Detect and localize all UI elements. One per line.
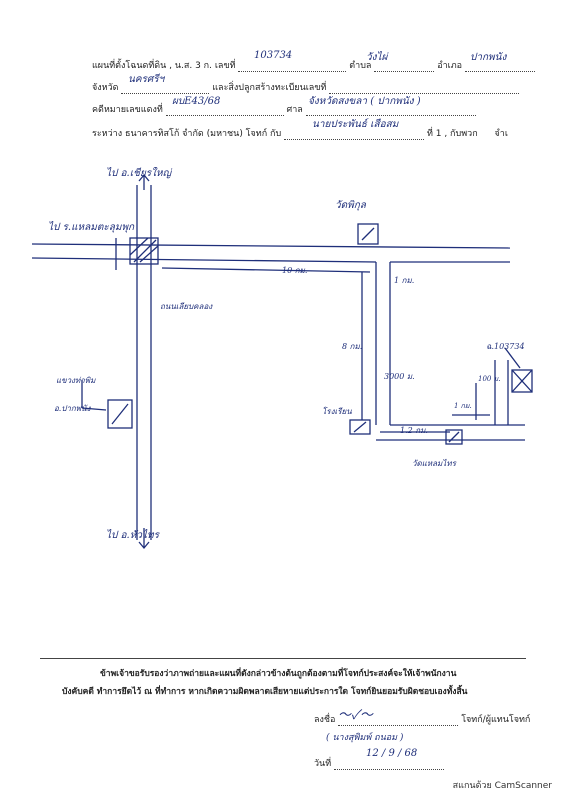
cut-label: จำเ — [494, 129, 508, 139]
header-line-2: จังหวัด และสิ่งปลูกสร้างทะเบียนเลขที่ — [92, 80, 520, 94]
header-line-3: คดีหมายเลขแดงที่ ศาล — [92, 102, 476, 116]
case-label: คดีหมายเลขแดงที่ — [92, 105, 163, 115]
sign-label: ลงชื่อ — [314, 715, 336, 725]
measure-10km — [161, 267, 371, 273]
label-road-vertical: ถนนเลียบคลอง — [160, 302, 213, 311]
province-label: จังหวัด — [92, 83, 119, 93]
road-top-edge-b — [31, 257, 377, 263]
label-temple-top: วัดพิกุล — [335, 200, 366, 211]
header-line-1: แผนที่ตั้งโฉนดที่ดิน , น.ส. 3 ก. เลขที่ … — [92, 58, 535, 72]
label-left-mid-b: อ.ปากพนัง — [54, 404, 91, 413]
signature-line: ลงชื่อ โจทก์/ผู้แทนโจทก์ — [314, 712, 530, 726]
label-plot: ฉ.103734 — [486, 342, 525, 351]
label-3000m: 3000 ม. — [384, 372, 415, 381]
court-label: ศาล — [286, 105, 303, 115]
court-value: จังหวัดสงขลา ( ปากพนัง ) — [308, 96, 421, 107]
subdistrict-value: วังไผ่ — [366, 52, 388, 63]
label-1-2km: 1.2 กม. — [400, 426, 428, 435]
road-top-edge-a — [31, 243, 511, 249]
label-top-left: ไป อ.เชียรใหญ่ — [106, 168, 172, 179]
subdistrict-label: ตำบล — [349, 61, 372, 71]
defendant-no-label: ที่ 1 , กับพวก — [426, 129, 478, 139]
deed-number: 103734 — [254, 50, 293, 61]
declaration-line-1: ข้าพเจ้าขอรับรองว่าภาพถ่ายและแผนที่ดังกล… — [100, 669, 457, 679]
declaration-line-2: บังคับคดี ทำการยึดไว้ ณ ที่ทำการ หากเกิด… — [62, 687, 468, 697]
date-line: วันที่ — [314, 756, 445, 770]
province-value: นครศรีฯ — [128, 74, 165, 85]
district-value: ปากพนัง — [470, 52, 507, 63]
label-temple-bottom: วัดแหลมไทร — [412, 459, 456, 468]
label-1km-b: 1 กม. — [454, 402, 472, 410]
signer-name: ( นางสุพิมพ์ ถนอม ) — [326, 733, 404, 743]
date-label: วันที่ — [314, 759, 332, 769]
label-1km: 1 กม. — [394, 276, 415, 285]
plot-box — [511, 369, 533, 393]
label-left-road: ไป ร.แหลมตะลุมพุก — [48, 222, 135, 233]
district-label: อำเภอ — [437, 61, 463, 71]
label-100m: 100 ม. — [478, 375, 501, 383]
left-landmark-box — [107, 399, 133, 429]
camscanner-watermark: สแกนด้วย CamScanner — [452, 781, 552, 791]
label-school: โรงเรียน — [322, 407, 352, 416]
defendant-name: นายประพันธ์ เสือสม — [312, 119, 399, 130]
deed-label: แผนที่ตั้งโฉนดที่ดิน , น.ส. 3 ก. เลขที่ — [92, 61, 236, 71]
building-label: และสิ่งปลูกสร้างทะเบียนเลขที่ — [212, 83, 327, 93]
date-value: 12 / 9 / 68 — [366, 748, 418, 759]
school-box — [349, 419, 371, 435]
temple-bottom-box — [445, 429, 463, 445]
label-8km: 8 กม. — [342, 342, 363, 351]
label-10km: 10 กม. — [282, 266, 308, 275]
temple-top-box — [357, 223, 379, 245]
label-bottom: ไป อ.หัวไทร — [106, 530, 159, 541]
signature-scribble: 〜✓〜 — [338, 708, 373, 723]
parties-label: ระหว่าง ธนาคารทิสโก้ จำกัด (มหาชน) โจทก์… — [92, 129, 282, 139]
case-number: ผบE43/68 — [172, 96, 221, 107]
sign-role: โจทก์/ผู้แทนโจทก์ — [461, 715, 531, 725]
header-line-4: ระหว่าง ธนาคารทิสโก้ จำกัด (มหาชน) โจทก์… — [92, 126, 508, 140]
divider — [40, 658, 526, 659]
label-left-mid-a: แขวงท่าพิม — [56, 376, 96, 385]
intersection-box — [129, 237, 159, 265]
